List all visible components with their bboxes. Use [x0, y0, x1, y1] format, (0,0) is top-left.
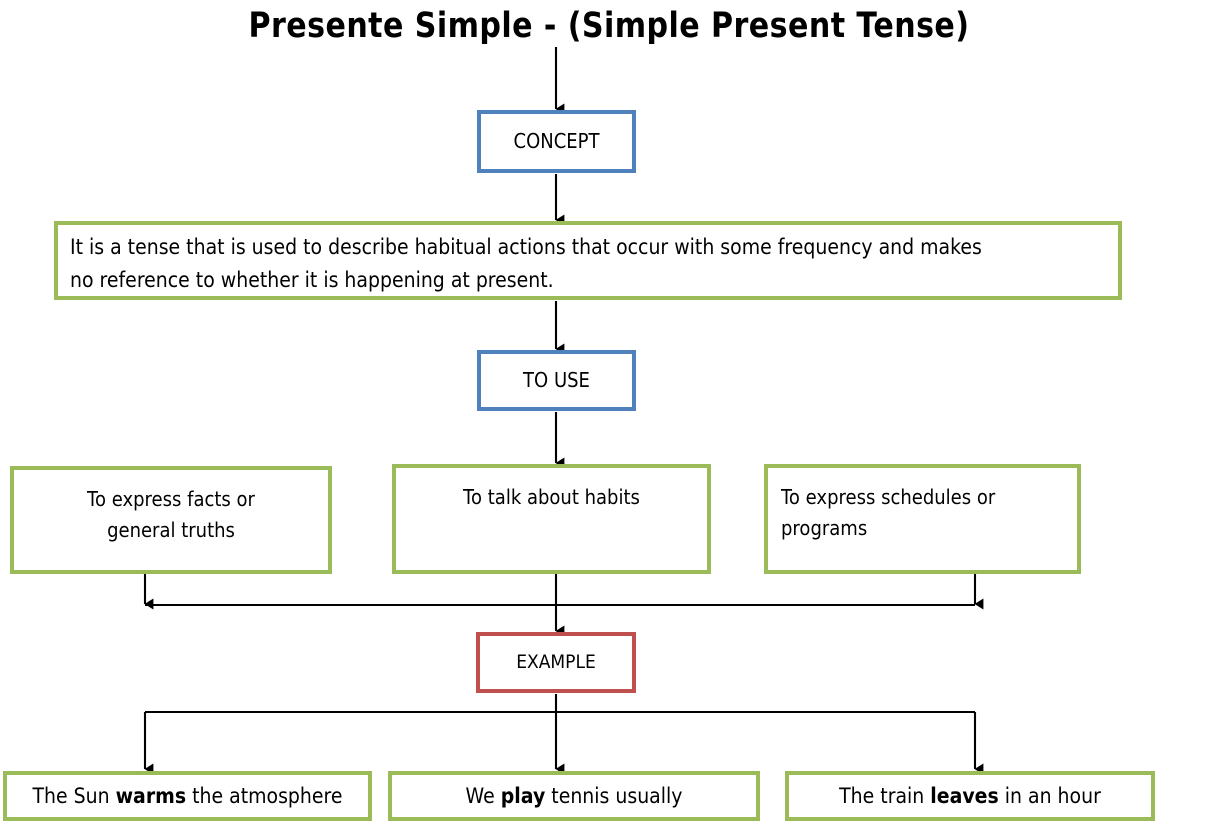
node-example-tennis-text: We play tennis usually — [410, 780, 738, 813]
node-example-train[interactable]: The train leaves in an hour — [785, 771, 1155, 821]
node-example-train-after: in an hour — [998, 783, 1101, 808]
node-example-tennis-after: tennis usually — [545, 783, 683, 808]
node-to-use-label: TO USE — [523, 368, 590, 392]
node-example-sun-before: The Sun — [32, 783, 116, 808]
node-description[interactable]: It is a tense that is used to describe h… — [54, 221, 1122, 300]
node-use-schedules-text: To express schedules or programs — [781, 482, 1047, 544]
node-use-facts-text: To express facts or general truths — [39, 484, 304, 546]
node-example-label: EXAMPLE — [516, 650, 596, 673]
node-use-facts-line-2: general truths — [107, 518, 235, 542]
node-use-habits-text: To talk about habits — [421, 482, 683, 513]
node-use-facts-line-1: To express facts or — [87, 487, 255, 511]
node-example-tennis-verb: play — [500, 783, 546, 808]
node-use-habits-line-1: To talk about habits — [463, 485, 640, 509]
node-example-train-text: The train leaves in an hour — [807, 780, 1133, 813]
node-example-sun-text: The Sun warms the atmosphere — [25, 780, 350, 813]
node-description-line-1: It is a tense that is used to describe h… — [70, 235, 982, 259]
node-use-schedules-line-1: To express schedules or — [781, 485, 996, 509]
node-use-schedules-line-2: programs — [781, 516, 868, 540]
node-use-schedules[interactable]: To express schedules or programs — [764, 464, 1081, 574]
page-title: Presente Simple - (Simple Present Tense) — [248, 6, 970, 46]
node-example-tennis-before: We — [465, 783, 501, 808]
node-use-facts[interactable]: To express facts or general truths — [10, 466, 332, 574]
node-concept[interactable]: CONCEPT — [477, 110, 636, 173]
node-example-sun-after: the atmosphere — [186, 783, 343, 808]
node-to-use[interactable]: TO USE — [477, 350, 636, 411]
node-example[interactable]: EXAMPLE — [476, 632, 636, 693]
node-example-tennis[interactable]: We play tennis usually — [388, 771, 760, 821]
node-example-sun[interactable]: The Sun warms the atmosphere — [3, 771, 372, 821]
node-description-line-2: no reference to whether it is happening … — [70, 267, 554, 292]
node-description-text: It is a tense that is used to describe h… — [70, 231, 1013, 296]
node-concept-label: CONCEPT — [513, 129, 600, 153]
node-example-train-verb: leaves — [930, 783, 999, 808]
node-example-train-before: The train — [839, 783, 931, 808]
node-example-sun-verb: warms — [115, 783, 187, 808]
node-use-habits[interactable]: To talk about habits — [392, 464, 711, 574]
